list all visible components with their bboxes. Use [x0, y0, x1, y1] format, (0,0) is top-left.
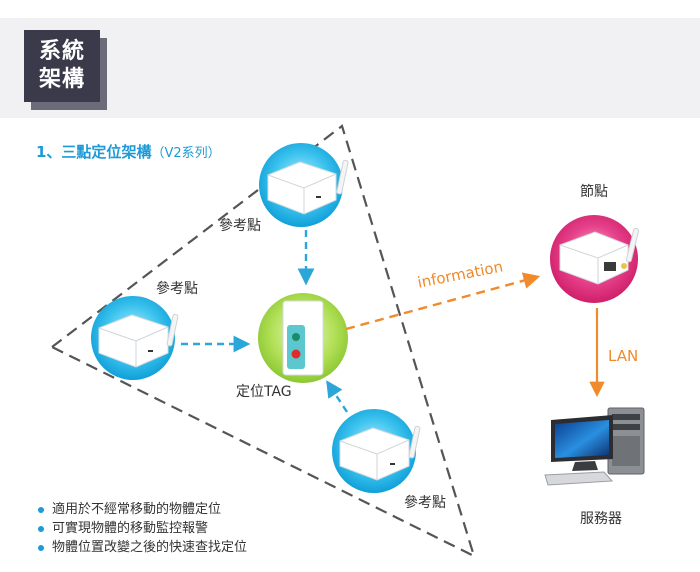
reference-point-left	[91, 296, 179, 380]
label-reference-top: 參考點	[219, 218, 261, 234]
section-badge: 系統 架構	[24, 30, 100, 102]
diagram-title: 1、三點定位架構（V2系列）	[36, 141, 221, 162]
bullet-icon	[38, 525, 44, 532]
feature-text: 物體位置改變之後的快速查找定位	[52, 540, 248, 555]
reference-point-bottom	[332, 409, 421, 493]
label-lan: LAN	[608, 347, 639, 365]
label-tag: 定位TAG	[236, 384, 292, 400]
list-item: 適用於不經常移動的物體定位	[38, 500, 247, 519]
link-bottom-to-tag	[326, 380, 349, 413]
badge-line-2: 架構	[38, 67, 85, 92]
list-item: 物體位置改變之後的快速查找定位	[38, 538, 247, 557]
badge-line-1: 系統	[38, 39, 85, 64]
gateway-node	[550, 215, 640, 303]
list-item: 可實現物體的移動監控報警	[38, 519, 247, 538]
title-sub: （V2系列）	[151, 146, 221, 161]
bullet-icon	[38, 506, 44, 513]
header-band	[0, 18, 700, 118]
link-tag-to-node	[345, 272, 541, 331]
title-main: 1、三點定位架構	[36, 143, 152, 161]
label-node: 節點	[580, 184, 608, 200]
positioning-tag	[258, 293, 348, 383]
label-server: 服務器	[580, 511, 622, 527]
label-reference-bottom: 參考點	[404, 495, 446, 511]
coverage-triangle	[49, 124, 476, 559]
label-reference-left: 參考點	[156, 281, 198, 297]
bullet-icon	[38, 544, 44, 551]
reference-point-top	[259, 143, 349, 227]
server-computer	[544, 407, 645, 486]
feature-text: 適用於不經常移動的物體定位	[52, 502, 222, 517]
feature-text: 可實現物體的移動監控報警	[52, 521, 209, 536]
feature-list: 適用於不經常移動的物體定位 可實現物體的移動監控報警 物體位置改變之後的快速查找…	[38, 500, 247, 557]
